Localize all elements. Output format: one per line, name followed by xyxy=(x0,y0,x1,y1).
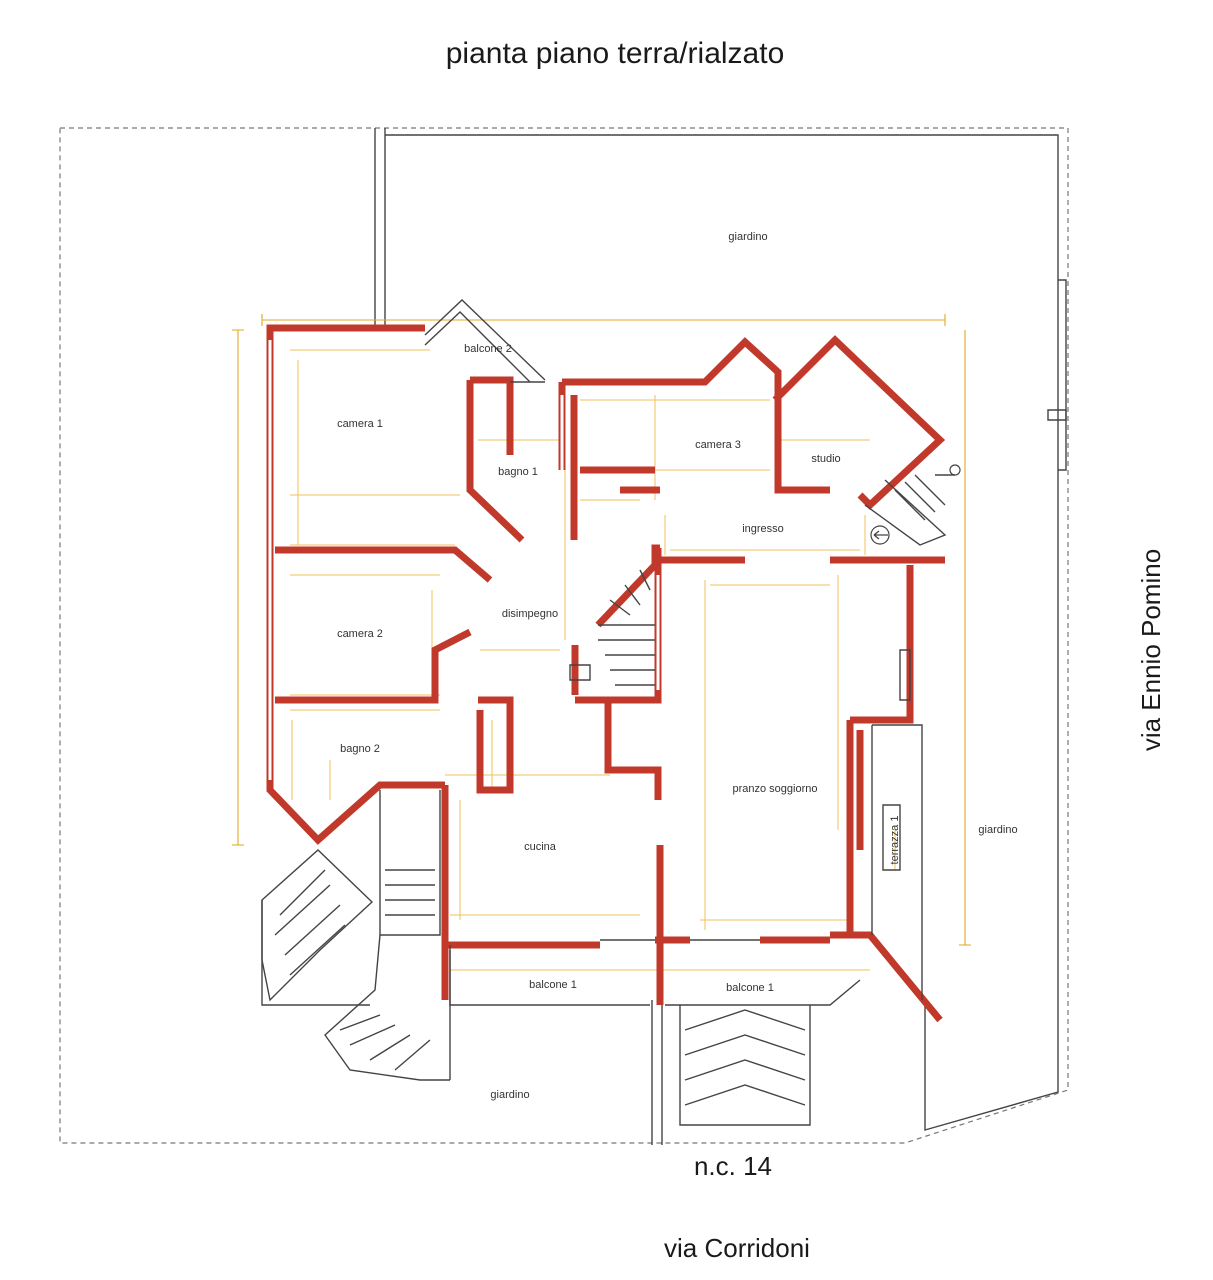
room-label-bedroom-2: camera 2 xyxy=(337,628,383,640)
property-boundary xyxy=(59,127,1069,1144)
walls xyxy=(266,324,946,1023)
room-label-garden-east: giardino xyxy=(978,824,1017,836)
room-label-living: pranzo soggiorno xyxy=(732,783,817,795)
street-label-east: via Ennio Pomino xyxy=(1136,549,1166,751)
room-label-bedroom-1: camera 1 xyxy=(337,418,383,430)
room-label-bath-2: bagno 2 xyxy=(340,743,380,755)
south-balconies xyxy=(449,939,861,1006)
room-label-bath-1: bagno 1 xyxy=(498,466,538,478)
lot-lines xyxy=(374,128,1067,1145)
room-label-study: studio xyxy=(811,453,840,465)
interior-stair xyxy=(569,569,655,686)
room-label-hallway: disimpegno xyxy=(502,608,558,620)
room-label-entrance: ingresso xyxy=(742,523,784,535)
study-steps xyxy=(864,464,961,546)
room-label-bedroom-3: camera 3 xyxy=(695,439,741,451)
driveway xyxy=(679,1005,811,1126)
dimension-lines xyxy=(232,314,971,971)
entrance-arrow xyxy=(870,525,890,545)
exterior-stairs xyxy=(261,790,451,1081)
room-label-balcony-top: balcone 2 xyxy=(464,343,512,355)
house-number-label: n.c. 14 xyxy=(694,1151,772,1181)
street-label-south: via Corridoni xyxy=(664,1233,810,1263)
room-label-garden-south: giardino xyxy=(490,1089,529,1101)
room-label-balcony-bottom-left: balcone 1 xyxy=(529,979,577,991)
wall-hollows xyxy=(268,340,660,780)
room-label-balcony-bottom-right: balcone 1 xyxy=(726,982,774,994)
room-label-kitchen: cucina xyxy=(524,841,557,853)
room-label-terrace: terrazza 1 xyxy=(889,816,901,865)
plan-title: pianta piano terra/rialzato xyxy=(446,37,785,70)
east-strip xyxy=(871,649,923,1000)
balcony-top xyxy=(424,299,546,383)
room-labels: giardino camera 1 balcone 2 bagno 1 came… xyxy=(337,231,1018,1101)
room-label-garden-north: giardino xyxy=(728,231,767,243)
